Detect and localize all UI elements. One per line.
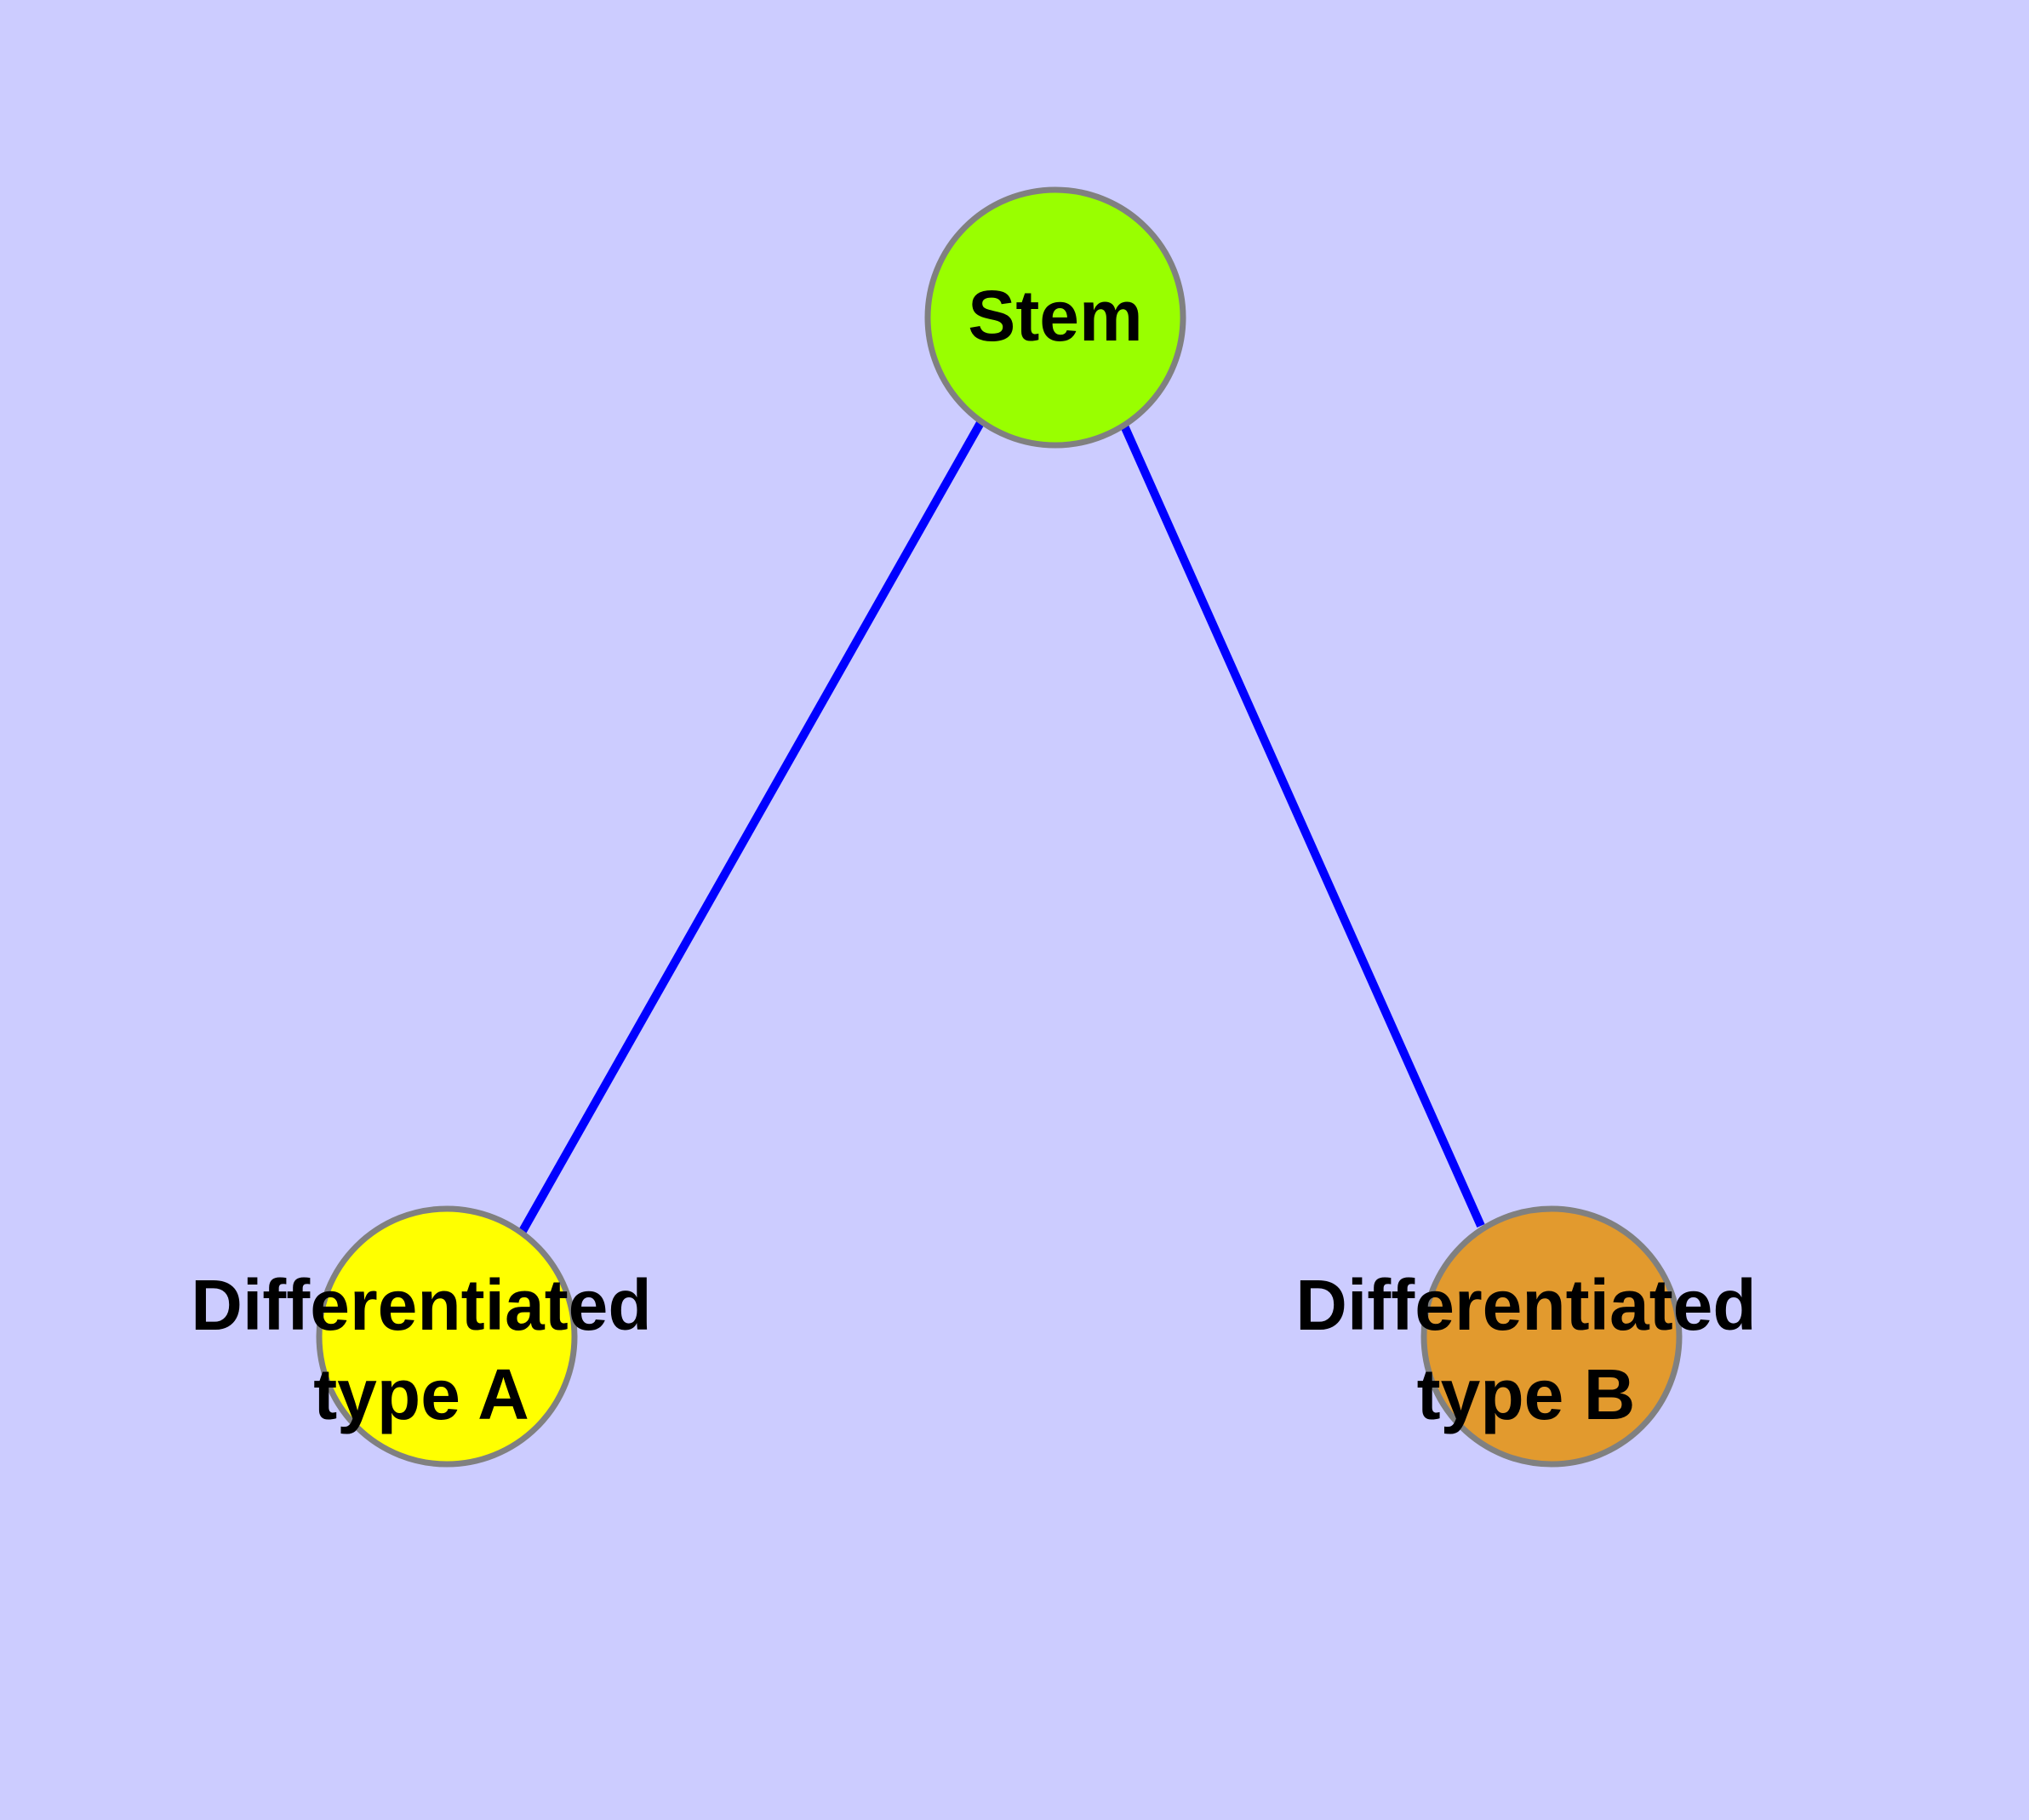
- node-differentiated-type-b-label-line2: type B: [1417, 1354, 1636, 1434]
- edge-stem-to-differentiated-type-b: [1119, 421, 1485, 1228]
- node-differentiated-type-b-circle[interactable]: [1420, 1205, 1683, 1468]
- node-stem[interactable]: Stem: [924, 186, 1186, 449]
- node-differentiated-type-b[interactable]: Differentiated type B: [1295, 1205, 1757, 1468]
- node-differentiated-type-b-label-line1: Differentiated: [1295, 1265, 1756, 1345]
- edge-stem-to-differentiated-type-a: [517, 419, 986, 1235]
- node-differentiated-type-a-label-line1: Differentiated: [191, 1265, 651, 1345]
- node-differentiated-type-a[interactable]: Differentiated type A: [191, 1205, 652, 1468]
- node-stem-circle[interactable]: [924, 186, 1186, 449]
- node-stem-label: Stem: [968, 276, 1142, 356]
- node-differentiated-type-a-label-line2: type A: [313, 1354, 529, 1434]
- node-differentiated-type-a-circle[interactable]: [316, 1205, 578, 1468]
